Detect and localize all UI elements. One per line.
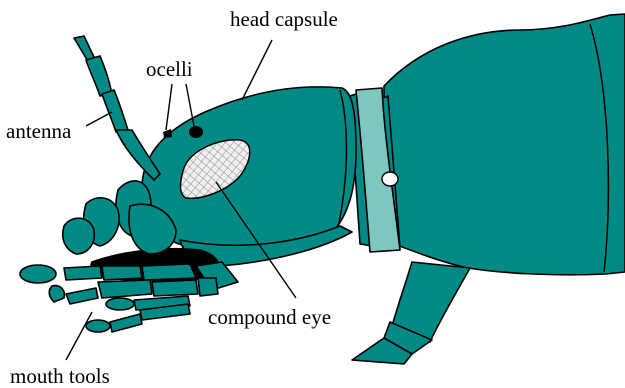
label-mouth-tools: mouth tools: [10, 364, 110, 388]
leader-head-capsule: [242, 40, 272, 100]
spiracle: [382, 172, 398, 186]
label-compound-eye: compound eye: [208, 305, 331, 329]
label-antenna: antenna: [6, 119, 72, 143]
leader-antenna: [86, 112, 112, 126]
label-head-capsule: head capsule: [230, 7, 338, 31]
label-ocelli: ocelli: [146, 57, 193, 81]
ocellus-right: [189, 126, 203, 138]
thorax: [384, 14, 625, 275]
leader-ocelli-left: [166, 84, 172, 130]
leader-mouth-tools: [66, 312, 92, 360]
ocellus-left: [163, 129, 172, 138]
